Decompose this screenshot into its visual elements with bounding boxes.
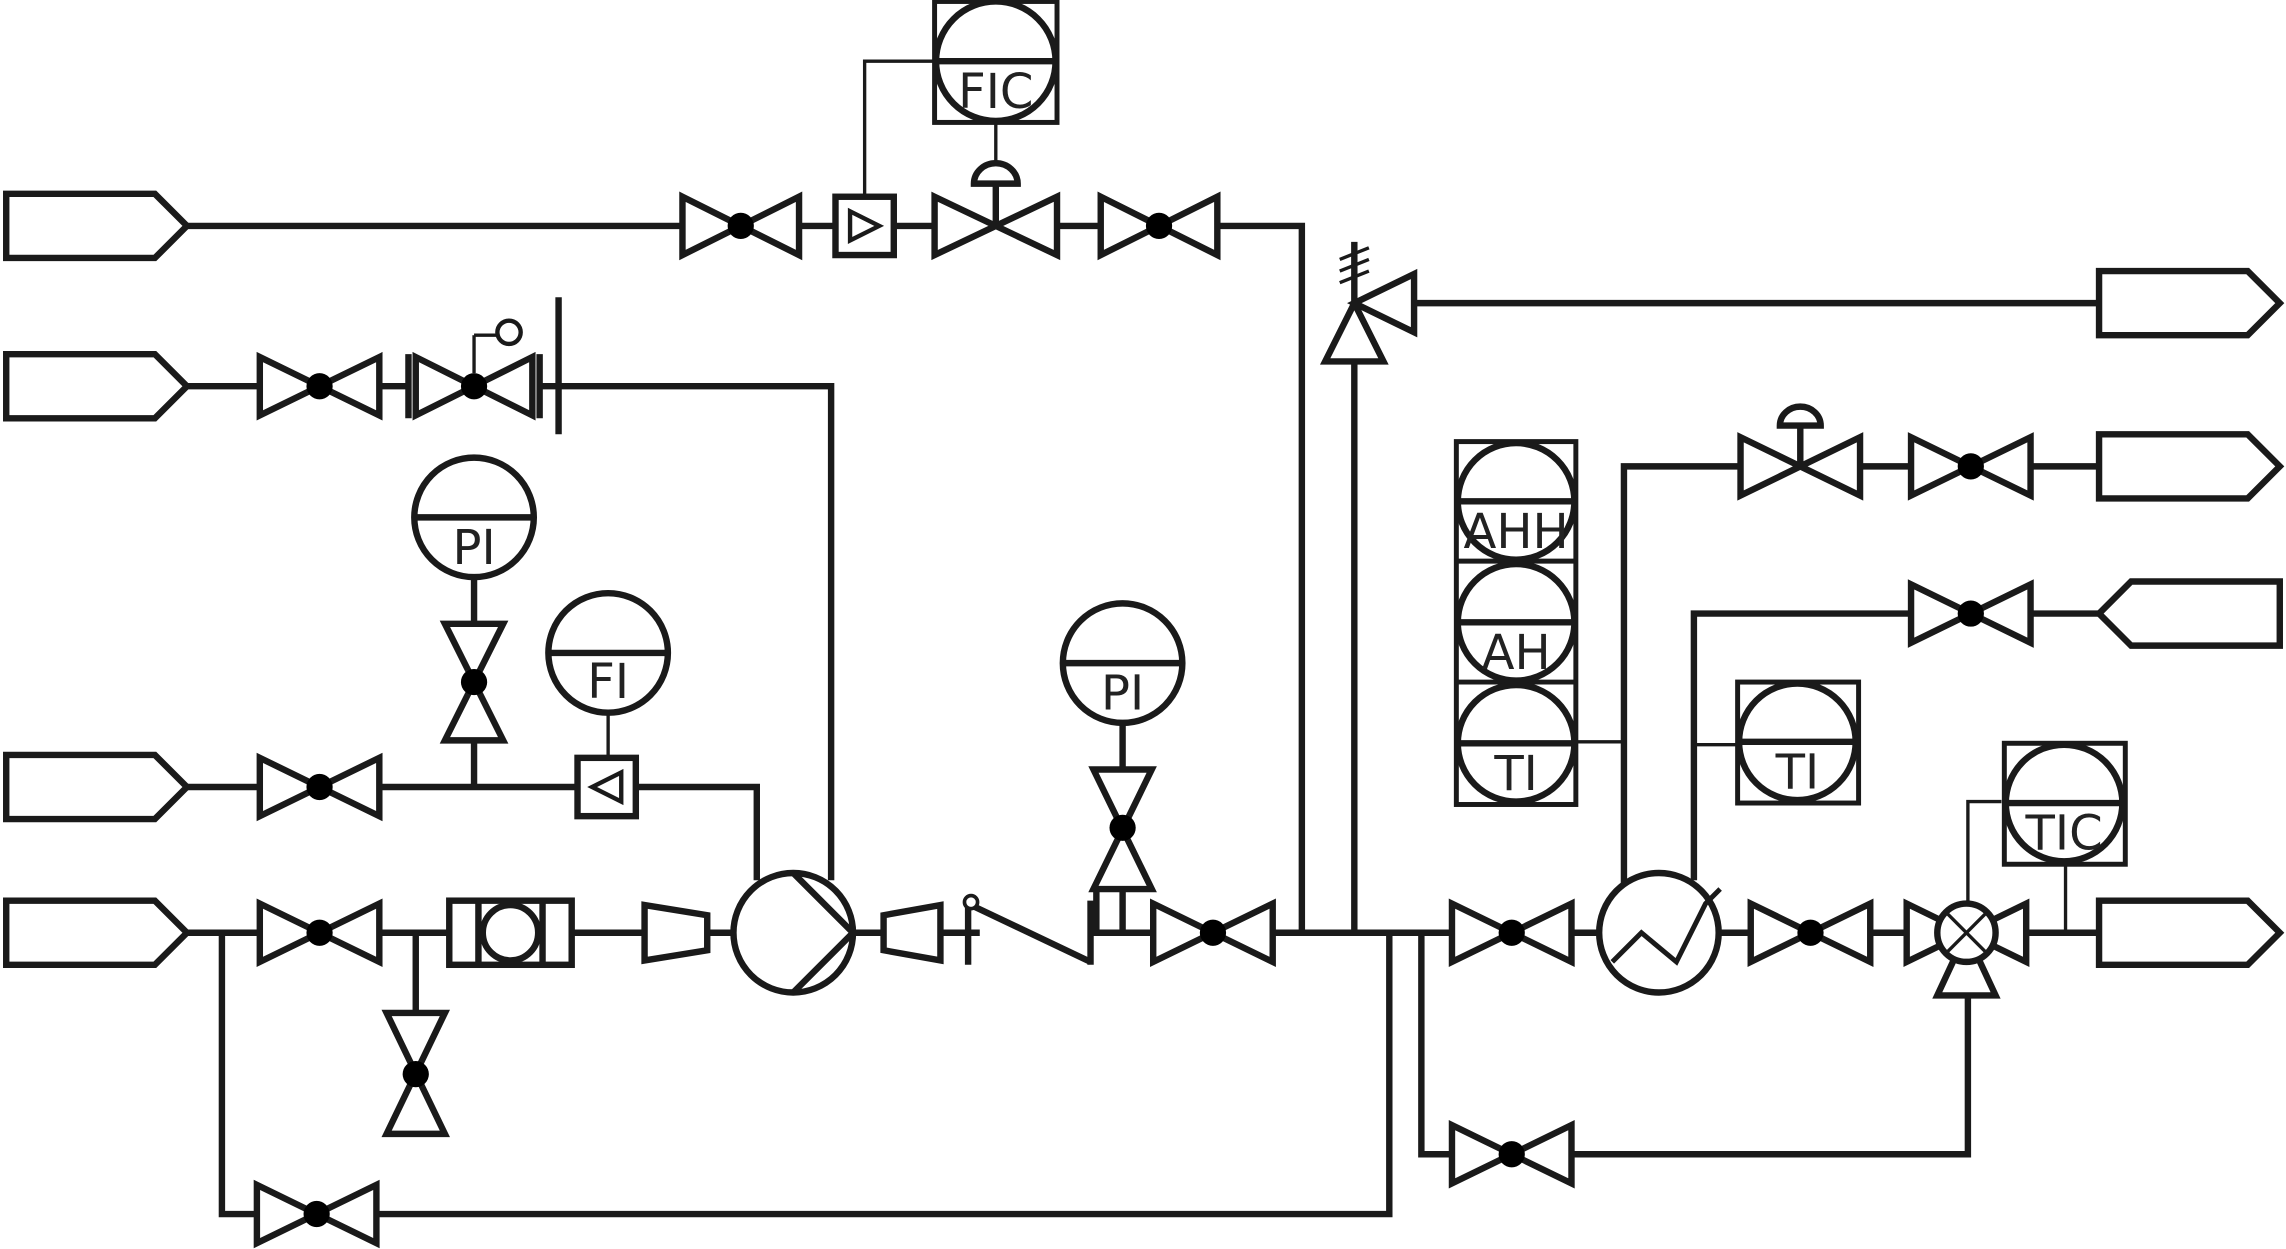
gate-valve-bypass-mix-icon bbox=[1448, 1119, 1575, 1189]
off-page-connector-out-upper bbox=[2095, 431, 2285, 502]
off-page-connector-in-2 bbox=[3, 350, 192, 422]
gate-valve-pi-suction-icon bbox=[439, 620, 509, 744]
gate-valve-right-in-icon bbox=[1907, 579, 2034, 648]
gate-valve-discharge-icon bbox=[1149, 898, 1276, 968]
off-page-connector-in-top bbox=[3, 190, 192, 262]
instrument-stack: AHH AH TI bbox=[1453, 439, 1579, 807]
gate-valve-bypass-bottom-icon bbox=[253, 1179, 380, 1249]
off-page-connector-out-main bbox=[2095, 897, 2285, 969]
three-way-valve-icon bbox=[1903, 898, 2030, 999]
ti-left-tag: TI bbox=[1493, 746, 1538, 802]
instrument-pi-discharge: PI bbox=[1059, 600, 1186, 727]
relief-valve-icon bbox=[1319, 241, 1418, 365]
off-page-connector-in-3 bbox=[3, 751, 192, 823]
fic-tag: FIC bbox=[958, 64, 1033, 120]
gate-valve-pi-discharge-icon bbox=[1088, 766, 1157, 893]
gate-valve-top-2-icon bbox=[1097, 191, 1221, 261]
instrument-tic: TIC bbox=[2001, 740, 2128, 867]
off-page-connector-in-right bbox=[2094, 578, 2283, 649]
ti-right-tag: TI bbox=[1775, 744, 1820, 800]
pi-discharge-tag: PI bbox=[1101, 666, 1144, 722]
instrument-fic: FIC bbox=[932, 0, 1060, 125]
gate-valve-drain-icon bbox=[381, 1009, 451, 1138]
gate-valve-line3-icon bbox=[256, 752, 383, 822]
flow-element-top-icon bbox=[832, 193, 897, 259]
reducer-suction-icon bbox=[641, 901, 711, 965]
check-valve-icon bbox=[962, 893, 1094, 965]
off-page-connector-in-main bbox=[3, 897, 192, 969]
off-page-connector-out-relief bbox=[2095, 267, 2285, 339]
vertical-valves bbox=[381, 620, 1157, 1138]
gate-valve-exchanger-inlet-icon bbox=[1448, 898, 1575, 968]
instrument-pi-suction: PI bbox=[411, 454, 538, 581]
reducer-discharge-icon bbox=[880, 901, 944, 965]
heat-exchanger-icon bbox=[1595, 869, 1722, 996]
strainer-icon bbox=[446, 897, 575, 969]
off-page-connectors bbox=[3, 190, 2285, 969]
gate-valves bbox=[253, 191, 2034, 1249]
instrument-fi: FI bbox=[545, 589, 672, 716]
gate-valve-suction-icon bbox=[256, 898, 383, 968]
fi-tag: FI bbox=[587, 654, 629, 710]
control-valve-upper-icon bbox=[1737, 403, 1864, 501]
solenoid-valve-icon bbox=[405, 297, 562, 435]
process-lines bbox=[186, 222, 2100, 1218]
flow-control-valve-icon bbox=[931, 160, 1061, 261]
gate-valve-upper-out-icon bbox=[1907, 432, 2034, 501]
gate-valve-top-1-icon bbox=[679, 191, 803, 261]
gate-valve-exchanger-outlet-icon bbox=[1747, 898, 1874, 968]
pi-suction-tag: PI bbox=[452, 520, 495, 576]
ah-tag: AH bbox=[1482, 625, 1551, 681]
flow-element-fi-icon bbox=[574, 754, 640, 820]
instrument-ti-right: TI bbox=[1735, 679, 1862, 806]
gate-valve-line2-icon bbox=[256, 351, 383, 421]
ahh-tag: AHH bbox=[1463, 504, 1568, 560]
tic-tag: TIC bbox=[2025, 806, 2103, 862]
centrifugal-pump-icon bbox=[730, 869, 858, 996]
